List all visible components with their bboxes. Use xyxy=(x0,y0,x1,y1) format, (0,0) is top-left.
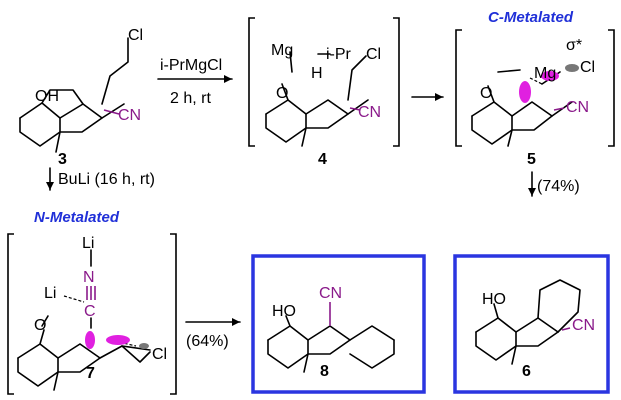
hydrogen-label: H xyxy=(311,65,323,82)
sigma-star-lobe xyxy=(565,64,579,72)
yield-74-label: (74%) xyxy=(537,178,580,195)
compound-3: OH Cl CN 3 xyxy=(19,27,143,168)
hydroxyl-label: HO xyxy=(272,303,296,320)
arrow-3-to-4: i-PrMgCl 2 h, rt xyxy=(157,57,233,107)
conditions-label: 2 h, rt xyxy=(170,90,211,107)
nitrile-c-label: C xyxy=(84,303,96,320)
yield-64-label: (64%) xyxy=(186,333,229,350)
hydroxyl-label: OH xyxy=(35,88,59,105)
cyano-label: CN xyxy=(566,99,589,116)
compound-5: C-Metalated Mg O σ* Cl CN 5 xyxy=(455,9,615,168)
oxygen-label: O xyxy=(276,85,288,102)
arrow-7-to-8: (64%) xyxy=(185,318,241,350)
orbital-lobe-2 xyxy=(106,335,130,345)
compound-4-label: 4 xyxy=(318,151,327,168)
compound-8-label: 8 xyxy=(320,363,329,380)
buli-label: BuLi (16 h, rt) xyxy=(58,171,155,188)
lithium-top-label: Li xyxy=(82,235,94,252)
chloro-label: Cl xyxy=(580,59,595,76)
arrow-4-to-5 xyxy=(411,93,444,101)
compound-8: HO CN 8 xyxy=(251,254,426,394)
compound-5-label: 5 xyxy=(527,151,536,168)
orbital-lobe-1 xyxy=(85,331,95,349)
c-metalated-header: C-Metalated xyxy=(488,9,574,26)
mg-label: Mg xyxy=(271,42,293,59)
hydroxyl-label: HO xyxy=(482,291,506,308)
compound-6-box xyxy=(453,254,610,394)
cyano-label: CN xyxy=(572,317,595,334)
chloro-label: Cl xyxy=(128,27,143,44)
lithium-bottom-label: Li xyxy=(44,285,56,302)
chloro-label: Cl xyxy=(152,346,167,363)
orbital-lobe-1 xyxy=(519,81,531,103)
compound-6: HO CN 6 xyxy=(453,254,610,394)
compound-4: Mg i-Pr H O Cl CN 4 xyxy=(248,17,400,168)
sigma-star-lobe xyxy=(139,343,149,349)
arrow-3-to-7: BuLi (16 h, rt) xyxy=(46,167,155,191)
compound-8-box xyxy=(251,254,426,394)
n-metalated-header: N-Metalated xyxy=(34,209,120,226)
orbital-lobe-2 xyxy=(541,71,559,81)
mg-label: Mg xyxy=(534,65,556,82)
sigma-star-label: σ* xyxy=(566,37,582,54)
cyano-label: CN xyxy=(118,107,141,124)
compound-3-label: 3 xyxy=(58,151,67,168)
arrow-5-to-6: (74%) xyxy=(528,171,580,197)
compound-6-label: 6 xyxy=(522,363,531,380)
oxygen-label: O xyxy=(480,85,492,102)
compound-7-label: 7 xyxy=(86,365,95,382)
compound-7: N-Metalated Li N Li C O Cl 7 xyxy=(7,209,177,395)
cyano-label: CN xyxy=(319,285,342,302)
cyano-label: CN xyxy=(358,104,381,121)
chloro-label: Cl xyxy=(366,46,381,63)
nitrile-n-label: N xyxy=(83,269,95,286)
isopropyl-label: i-Pr xyxy=(326,46,352,63)
oxygen-label: O xyxy=(34,317,46,334)
reagent-label: i-PrMgCl xyxy=(160,57,222,74)
